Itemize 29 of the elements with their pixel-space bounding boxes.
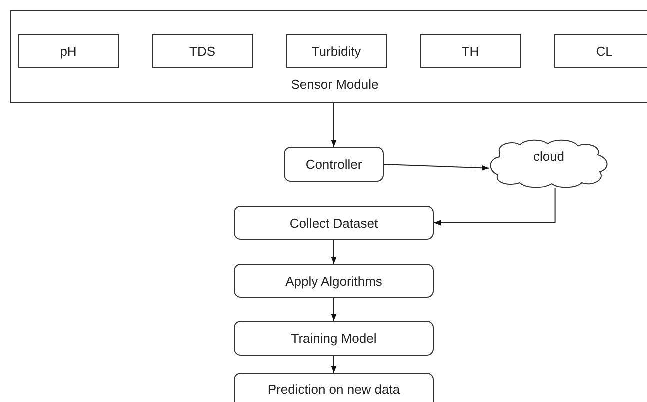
arrow <box>384 164 490 171</box>
box-label: TH <box>462 44 480 58</box>
box-label: TDS <box>190 44 216 58</box>
sensor-box <box>18 34 119 68</box>
box-label: Turbidity <box>312 44 362 58</box>
box-label: Prediction on new data <box>268 382 400 397</box>
process-box <box>234 373 434 402</box>
sensor-box <box>286 34 387 68</box>
sensor-box <box>152 34 253 68</box>
sensor-box <box>554 34 647 68</box>
box-label: Collect Dataset <box>290 216 378 230</box>
box-label: Controller <box>306 157 362 172</box>
cloud-label: cloud <box>533 149 565 164</box>
arrow <box>434 188 556 226</box>
arrow <box>331 298 337 322</box>
arrow <box>331 102 337 148</box>
arrow <box>331 356 337 374</box>
module-label: Sensor Module <box>291 77 379 92</box>
arrow <box>331 240 337 264</box>
box-label: CL <box>596 44 613 58</box>
process-box <box>234 321 434 356</box>
module-frame <box>10 10 647 103</box>
sensor-box <box>420 34 521 68</box>
process-box <box>284 147 384 182</box>
box-label: Training Model <box>291 331 377 346</box>
box-label: pH <box>60 44 77 58</box>
process-box <box>234 264 434 298</box>
process-box <box>234 206 434 240</box>
box-label: Apply Algorithms <box>286 274 382 288</box>
